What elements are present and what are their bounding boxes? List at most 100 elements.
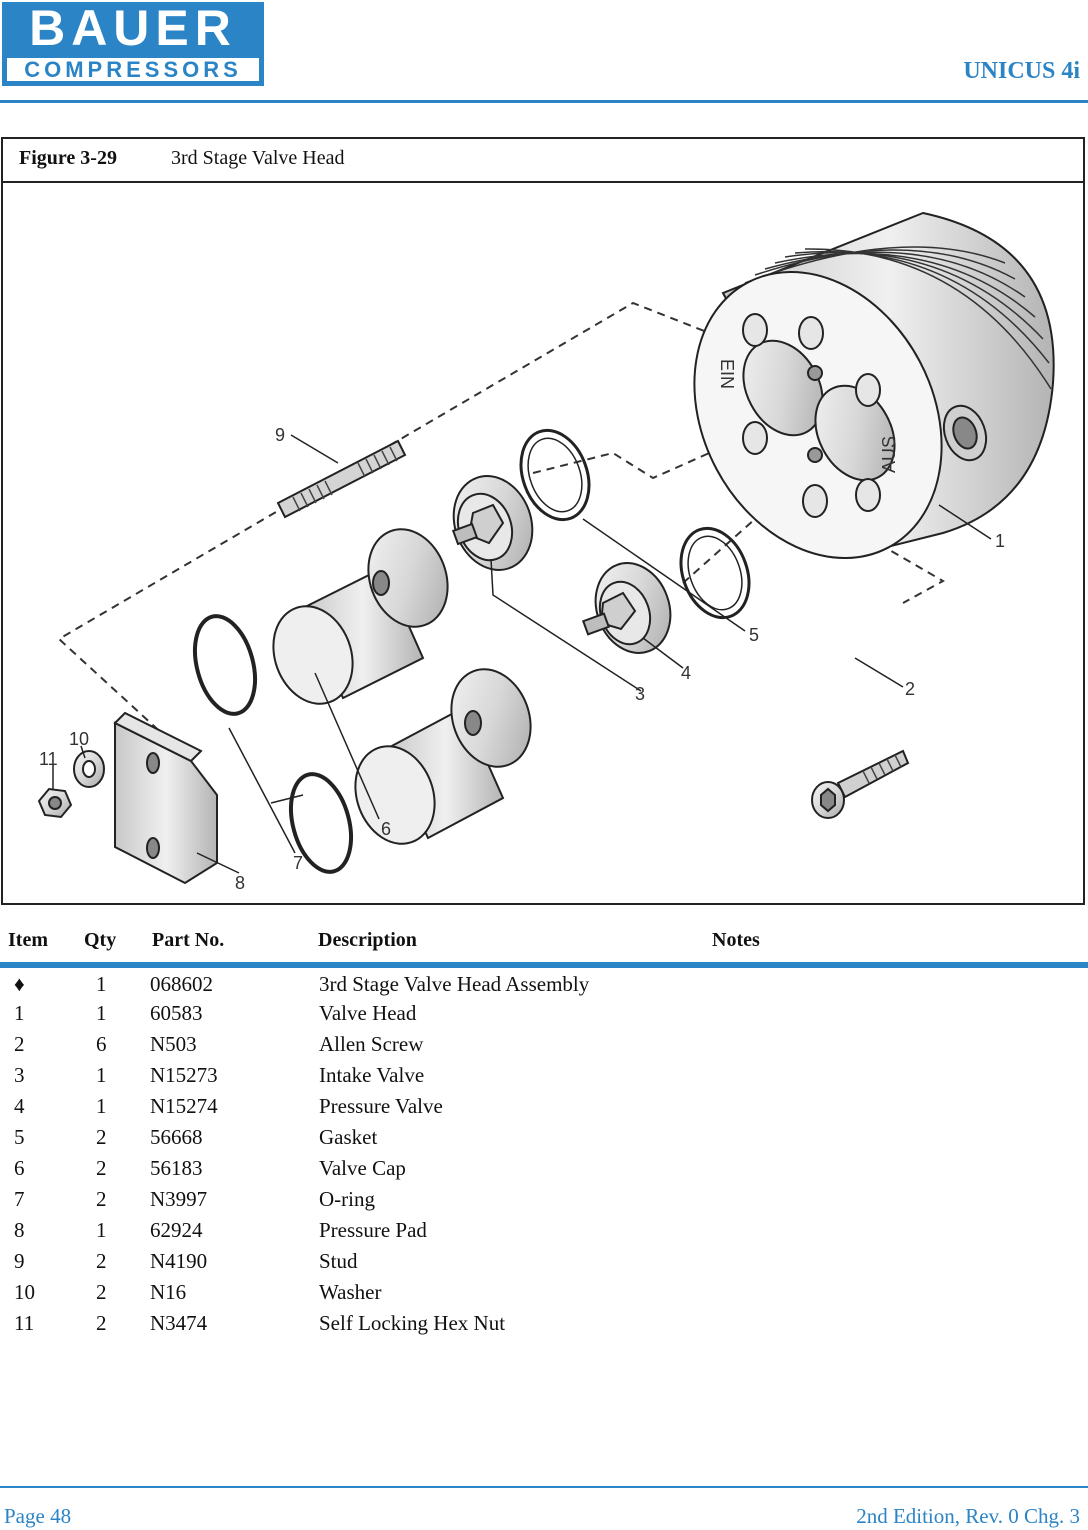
row-part-number: N15273 — [150, 1063, 218, 1087]
row-qty: 2 — [96, 1156, 107, 1180]
row-part-number: 60583 — [150, 1001, 203, 1025]
row-qty: 1 — [96, 1063, 107, 1087]
table-row: 10 2 N16 Washer — [0, 1280, 1088, 1311]
row-item: 1 — [14, 1001, 25, 1025]
row-description: Valve Head — [319, 1001, 417, 1025]
row-part-number: 068602 — [150, 972, 213, 996]
bauer-compressors-logo: BAUER COMPRESSORS — [2, 2, 264, 86]
row-item: 7 — [14, 1187, 25, 1211]
row-description: Self Locking Hex Nut — [319, 1311, 506, 1335]
table-header-rule — [0, 962, 1088, 968]
table-row: 9 2 N4190 Stud — [0, 1249, 1088, 1280]
figure-label: Figure 3-29 — [19, 147, 117, 169]
exploded-view-drawing: EIN AUS — [37, 211, 1055, 893]
row-part-number: 56668 — [150, 1125, 203, 1149]
figure-caption: 3rd Stage Valve Head — [171, 147, 345, 169]
row-part-number: N3474 — [150, 1311, 208, 1335]
row-part-number: 62924 — [150, 1218, 203, 1242]
column-header-description: Description — [318, 929, 417, 951]
header-rule — [0, 100, 1088, 103]
row-description: O-ring — [319, 1187, 375, 1211]
callout-leader-lines — [52, 434, 992, 874]
o-rings — [193, 614, 353, 874]
row-description: Allen Screw — [319, 1032, 424, 1056]
callout-11: 11 — [39, 749, 58, 769]
table-row: 7 2 N3997 O-ring — [0, 1187, 1088, 1218]
row-part-number: N16 — [150, 1280, 187, 1304]
row-item: ♦ — [14, 972, 25, 996]
gaskets — [519, 428, 751, 620]
table-row: 5 2 56668 Gasket — [0, 1125, 1088, 1156]
intake-valve — [451, 475, 534, 571]
figure-header: Figure 3-29 3rd Stage Valve Head — [3, 139, 1083, 183]
table-row: 4 1 N15274 Pressure Valve — [0, 1094, 1088, 1125]
row-description: Stud — [319, 1249, 358, 1273]
row-description: Pressure Pad — [319, 1218, 427, 1242]
figure-frame: Figure 3-29 3rd Stage Valve Head — [1, 137, 1085, 905]
ein-marking: EIN — [717, 359, 737, 389]
edition-info: 2nd Edition, Rev. 0 Chg. 3 — [856, 1504, 1080, 1528]
row-item: 4 — [14, 1094, 25, 1118]
callout-5: 5 — [749, 625, 759, 645]
callout-6: 6 — [381, 819, 391, 839]
row-qty: 2 — [96, 1187, 107, 1211]
callout-7: 7 — [293, 853, 303, 873]
row-item: 5 — [14, 1125, 25, 1149]
logo-subtitle: COMPRESSORS — [6, 57, 260, 82]
callout-10: 10 — [69, 729, 89, 749]
valve-caps — [272, 528, 532, 845]
column-header-notes: Notes — [712, 929, 760, 951]
row-qty: 1 — [96, 1094, 107, 1118]
column-header-part-no: Part No. — [152, 929, 225, 951]
row-item: 10 — [14, 1280, 35, 1304]
logo-wordmark: BAUER — [29, 0, 237, 56]
row-qty: 6 — [96, 1032, 107, 1056]
callout-1: 1 — [995, 531, 1005, 551]
row-description: Gasket — [319, 1125, 378, 1149]
row-qty: 1 — [96, 1001, 107, 1025]
row-description: Pressure Valve — [319, 1094, 443, 1118]
row-item: 3 — [14, 1063, 25, 1087]
product-title: UNICUS 4i — [963, 58, 1080, 84]
table-row: ♦ 1 068602 3rd Stage Valve Head Assembly — [0, 972, 1088, 1003]
table-row: 8 1 62924 Pressure Pad — [0, 1218, 1088, 1249]
callout-4: 4 — [681, 663, 691, 683]
column-header-qty: Qty — [84, 929, 117, 951]
callout-3: 3 — [635, 684, 645, 704]
pressure-valve — [581, 562, 672, 654]
row-item: 2 — [14, 1032, 25, 1056]
row-item: 6 — [14, 1156, 25, 1180]
row-description: Washer — [319, 1280, 382, 1304]
row-part-number: N503 — [150, 1032, 197, 1056]
page-number: Page 48 — [4, 1504, 72, 1528]
row-qty: 2 — [96, 1125, 107, 1149]
row-part-number: N4190 — [150, 1249, 208, 1273]
table-row: 3 1 N15273 Intake Valve — [0, 1063, 1088, 1094]
row-qty: 2 — [96, 1280, 107, 1304]
table-row: 6 2 56183 Valve Cap — [0, 1156, 1088, 1187]
row-qty: 2 — [96, 1311, 107, 1335]
pressure-pad — [113, 711, 218, 885]
footer-rule — [0, 1486, 1088, 1488]
row-part-number: N15274 — [150, 1094, 218, 1118]
washer — [73, 750, 105, 788]
aus-marking: AUS — [879, 436, 899, 473]
row-qty: 2 — [96, 1249, 107, 1273]
column-header-item: Item — [8, 929, 48, 951]
row-description: Valve Cap — [319, 1156, 406, 1180]
row-description: 3rd Stage Valve Head Assembly — [319, 972, 590, 996]
valve-head — [693, 211, 1055, 560]
callout-2: 2 — [905, 679, 915, 699]
row-part-number: 56183 — [150, 1156, 203, 1180]
stud — [276, 439, 407, 519]
callout-8: 8 — [235, 873, 245, 893]
row-item: 11 — [14, 1311, 35, 1335]
hex-nut — [37, 787, 73, 819]
callout-numbers: 1 2 3 4 5 6 7 8 9 10 11 — [39, 425, 1005, 893]
table-row: 2 6 N503 Allen Screw — [0, 1032, 1088, 1063]
table-row: 1 1 60583 Valve Head — [0, 1001, 1088, 1032]
allen-screw — [811, 749, 910, 819]
callout-9: 9 — [275, 425, 285, 445]
row-qty: 1 — [96, 1218, 107, 1242]
table-row: 11 2 N3474 Self Locking Hex Nut — [0, 1311, 1088, 1342]
